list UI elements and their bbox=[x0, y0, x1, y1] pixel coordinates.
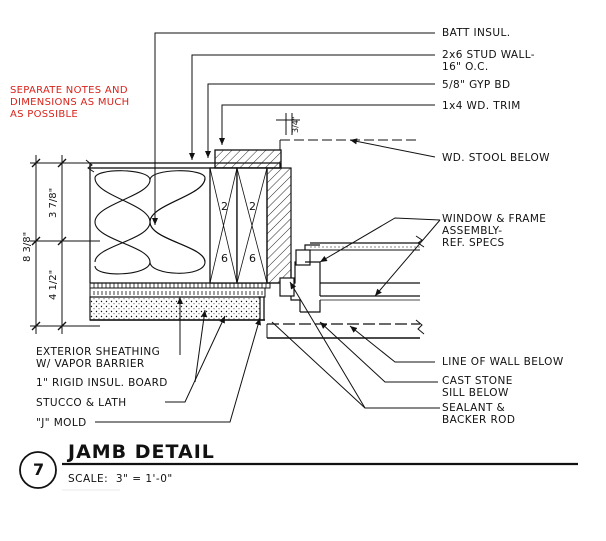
detail-number: 7 bbox=[33, 460, 45, 479]
note-sealant-line1: SEALANT & bbox=[442, 402, 506, 414]
note-stud-wall-line2: 16" O.C. bbox=[442, 61, 489, 73]
j-mold bbox=[258, 296, 265, 321]
stud-mark-3: 6 bbox=[221, 252, 228, 265]
note-cast-stone-line2: SILL BELOW bbox=[442, 387, 509, 399]
dim-trim-depth: 3/4" bbox=[291, 116, 300, 133]
note-stool: WD. STOOL BELOW bbox=[442, 152, 550, 164]
red-note-line3: AS POSSIBLE bbox=[10, 109, 78, 120]
wood-trim bbox=[214, 149, 292, 284]
note-gyp-bd: 5/8" GYP BD bbox=[442, 79, 511, 91]
note-sheathing-line2: W/ VAPOR BARRIER bbox=[36, 358, 145, 370]
rigid-insulation-pattern bbox=[90, 291, 265, 295]
detail-title: JAMB DETAIL bbox=[68, 441, 215, 463]
note-window-line2: ASSEMBLY- bbox=[442, 225, 503, 237]
stud-mark-2: 2 bbox=[249, 200, 256, 213]
note-window-line1: WINDOW & FRAME bbox=[442, 213, 547, 225]
red-note-line2: DIMENSIONS AS MUCH bbox=[10, 97, 130, 108]
note-rigid-insul: 1" RIGID INSUL. BOARD bbox=[36, 377, 168, 389]
note-cast-stone-line1: CAST STONE bbox=[442, 375, 513, 387]
note-batt-insul: BATT INSUL. bbox=[442, 27, 511, 39]
note-j-mold: "J" MOLD bbox=[36, 417, 87, 429]
double-stud bbox=[209, 167, 268, 284]
stud-mark-4: 6 bbox=[249, 252, 256, 265]
detail-scale: SCALE: 3" = 1'-0" bbox=[68, 473, 173, 485]
note-stud-wall-line1: 2x6 STUD WALL- bbox=[442, 49, 535, 61]
window-frame bbox=[267, 242, 420, 313]
wall-section bbox=[85, 159, 281, 321]
note-stucco: STUCCO & LATH bbox=[36, 397, 127, 409]
note-window-line3: REF. SPECS bbox=[442, 237, 505, 249]
leader-lines bbox=[95, 32, 441, 423]
title-block bbox=[19, 451, 578, 491]
dimension-lines bbox=[30, 113, 300, 334]
stucco-and-lath bbox=[89, 296, 261, 321]
batt-insulation bbox=[94, 170, 206, 275]
red-note-line1: SEPARATE NOTES AND bbox=[10, 85, 128, 96]
detail-number-bubble bbox=[19, 451, 57, 489]
dim-lower: 4 1/2" bbox=[48, 269, 59, 300]
note-trim: 1x4 WD. TRIM bbox=[442, 100, 521, 112]
dim-upper: 3 7/8" bbox=[48, 187, 59, 218]
dim-overall: 8 3/8" bbox=[22, 231, 33, 262]
note-sheathing-line1: EXTERIOR SHEATHING bbox=[36, 346, 161, 358]
note-sealant-line2: BACKER ROD bbox=[442, 414, 516, 426]
stud-mark-1: 2 bbox=[221, 200, 228, 213]
note-line-of-wall: LINE OF WALL BELOW bbox=[442, 356, 564, 368]
exterior-sheathing bbox=[89, 282, 271, 289]
